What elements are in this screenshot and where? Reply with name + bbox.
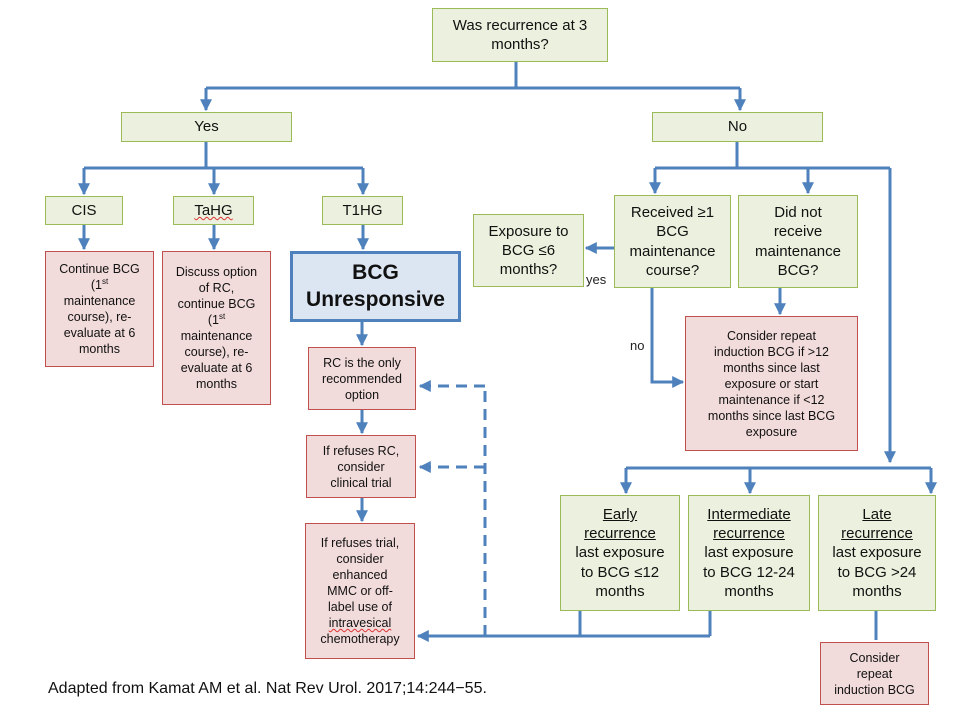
yes-node: Yes — [121, 112, 292, 142]
cis-node: CIS — [45, 196, 123, 225]
tahg-label: TaHG — [194, 201, 233, 219]
discuss-rc-text: Discuss option of RC, continue BCG (1st … — [175, 264, 258, 392]
late-recurrence-title: Late recurrence — [841, 506, 913, 543]
late-recurrence-body: last exposure to BCG >24 months — [832, 544, 922, 600]
late-action-node: Consider repeat induction BCG — [820, 642, 929, 705]
continue-bcg-text: Continue BCG (1st maintenance course), r… — [59, 261, 140, 357]
source-footnote: Adapted from Kamat AM et al. Nat Rev Uro… — [48, 680, 487, 697]
received-maintenance-node: Received ≥1 BCG maintenance course? — [614, 195, 731, 288]
no-edge-label: no — [630, 338, 645, 353]
intermediate-recurrence-body: last exposure to BCG 12-24 months — [703, 544, 795, 600]
early-recurrence-title: Early recurrence — [584, 506, 656, 543]
refuses-rc-node: If refuses RC, consider clinical trial — [306, 435, 416, 498]
continue-bcg-node: Continue BCG (1st maintenance course), r… — [45, 251, 154, 367]
tahg-node: TaHG — [173, 196, 254, 225]
refuses-trial-text: If refuses trial, consider enhanced MMC … — [320, 536, 400, 646]
arrow-received-no — [650, 288, 685, 388]
refuses-trial-node: If refuses trial, consider enhanced MMC … — [305, 523, 415, 659]
bcg-unresponsive-node: BCG Unresponsive — [290, 251, 461, 322]
yes-edge-label: yes — [586, 272, 607, 287]
consider-repeat-induction-node: Consider repeat induction BCG if >12 mon… — [685, 316, 858, 451]
no-node: No — [652, 112, 823, 142]
did-not-receive-node: Did not receive maintenance BCG? — [738, 195, 858, 288]
intermediate-recurrence-title: Intermediate recurrence — [707, 506, 791, 543]
early-recurrence-body: last exposure to BCG ≤12 months — [575, 544, 665, 600]
rc-only-option-node: RC is the only recommended option — [308, 347, 416, 410]
exposure-bcg-node: Exposure to BCG ≤6 months? — [473, 214, 584, 287]
t1hg-node: T1HG — [322, 196, 403, 225]
discuss-rc-node: Discuss option of RC, continue BCG (1st … — [162, 251, 271, 405]
question-recurrence-3-months: Was recurrence at 3 months? — [432, 8, 608, 62]
